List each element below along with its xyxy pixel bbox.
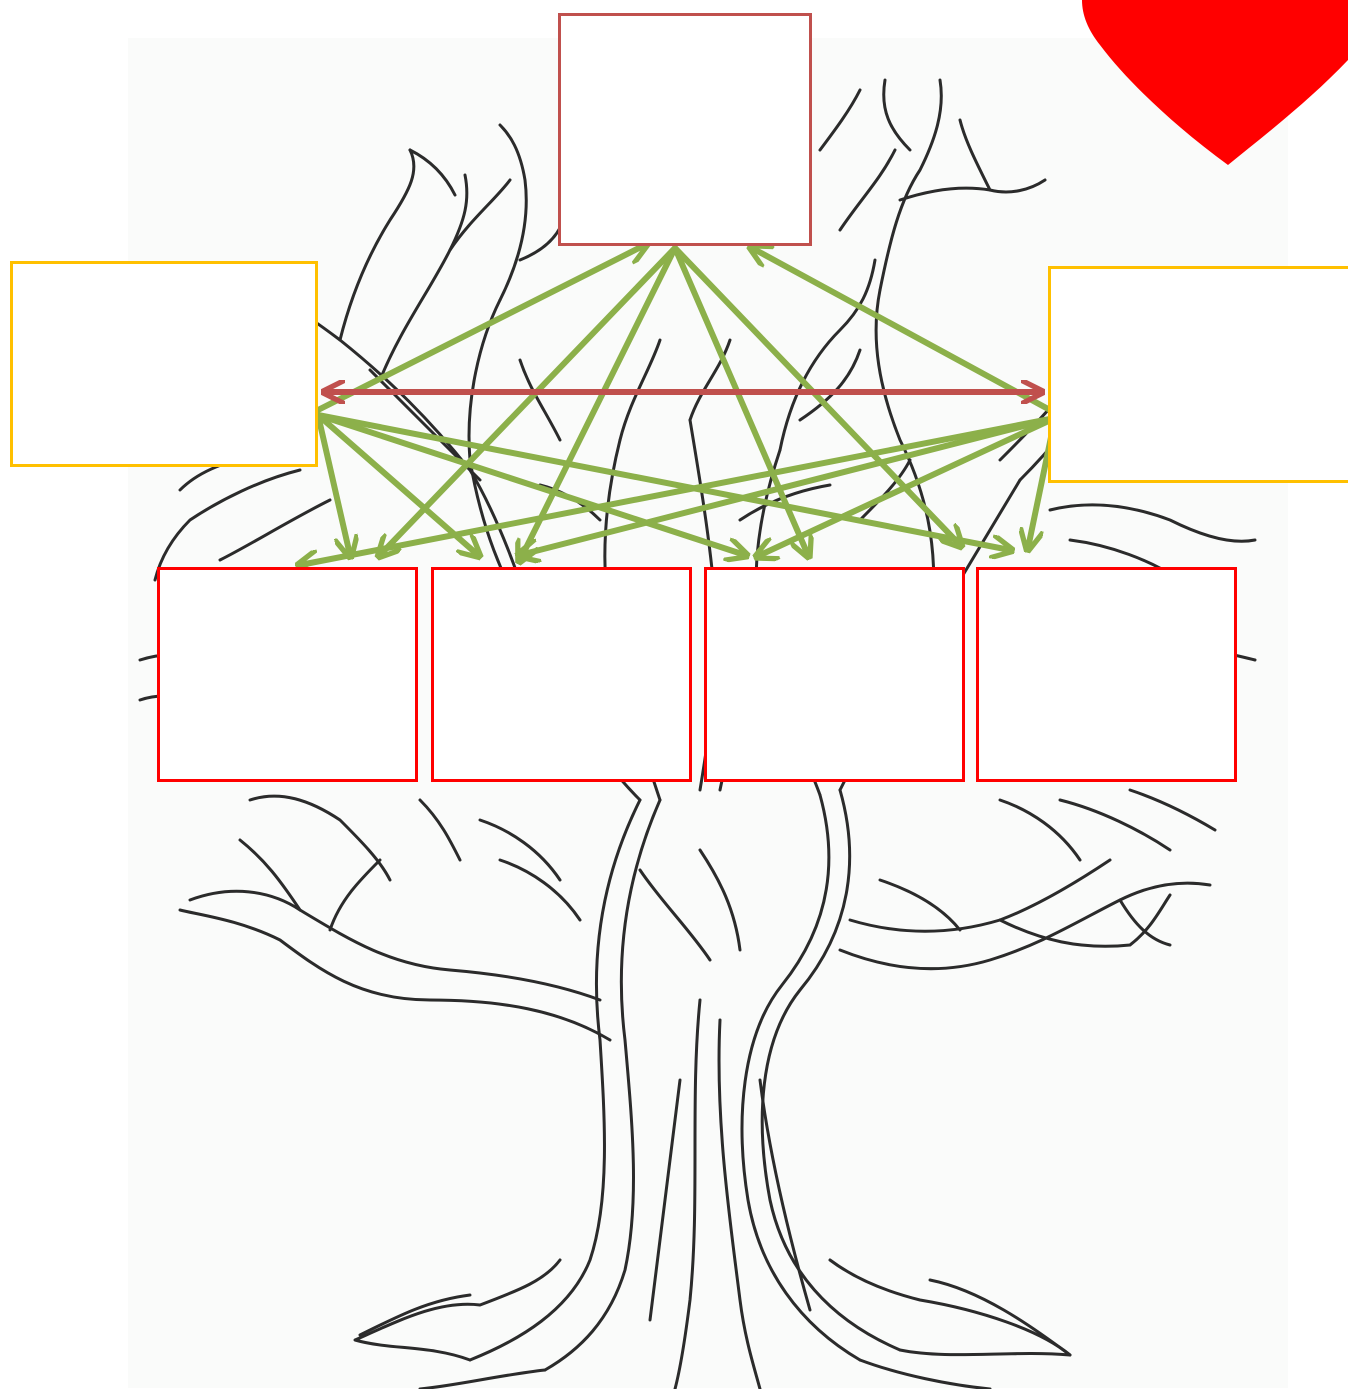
child-box-3[interactable]: [704, 567, 965, 782]
child-box-1-label: [160, 570, 415, 779]
child-box-2-label: [434, 570, 689, 779]
right-box[interactable]: [1048, 266, 1348, 483]
heart-icon: [1060, 0, 1348, 170]
child-box-1[interactable]: [157, 567, 418, 782]
child-box-2[interactable]: [431, 567, 692, 782]
child-box-4-label: [979, 570, 1234, 779]
left-box[interactable]: [10, 261, 318, 467]
child-box-4[interactable]: [976, 567, 1237, 782]
right-box-label: [1051, 269, 1348, 480]
top-box[interactable]: [558, 13, 812, 246]
left-box-label: [13, 264, 315, 464]
top-box-label: [561, 16, 809, 243]
child-box-3-label: [707, 570, 962, 779]
